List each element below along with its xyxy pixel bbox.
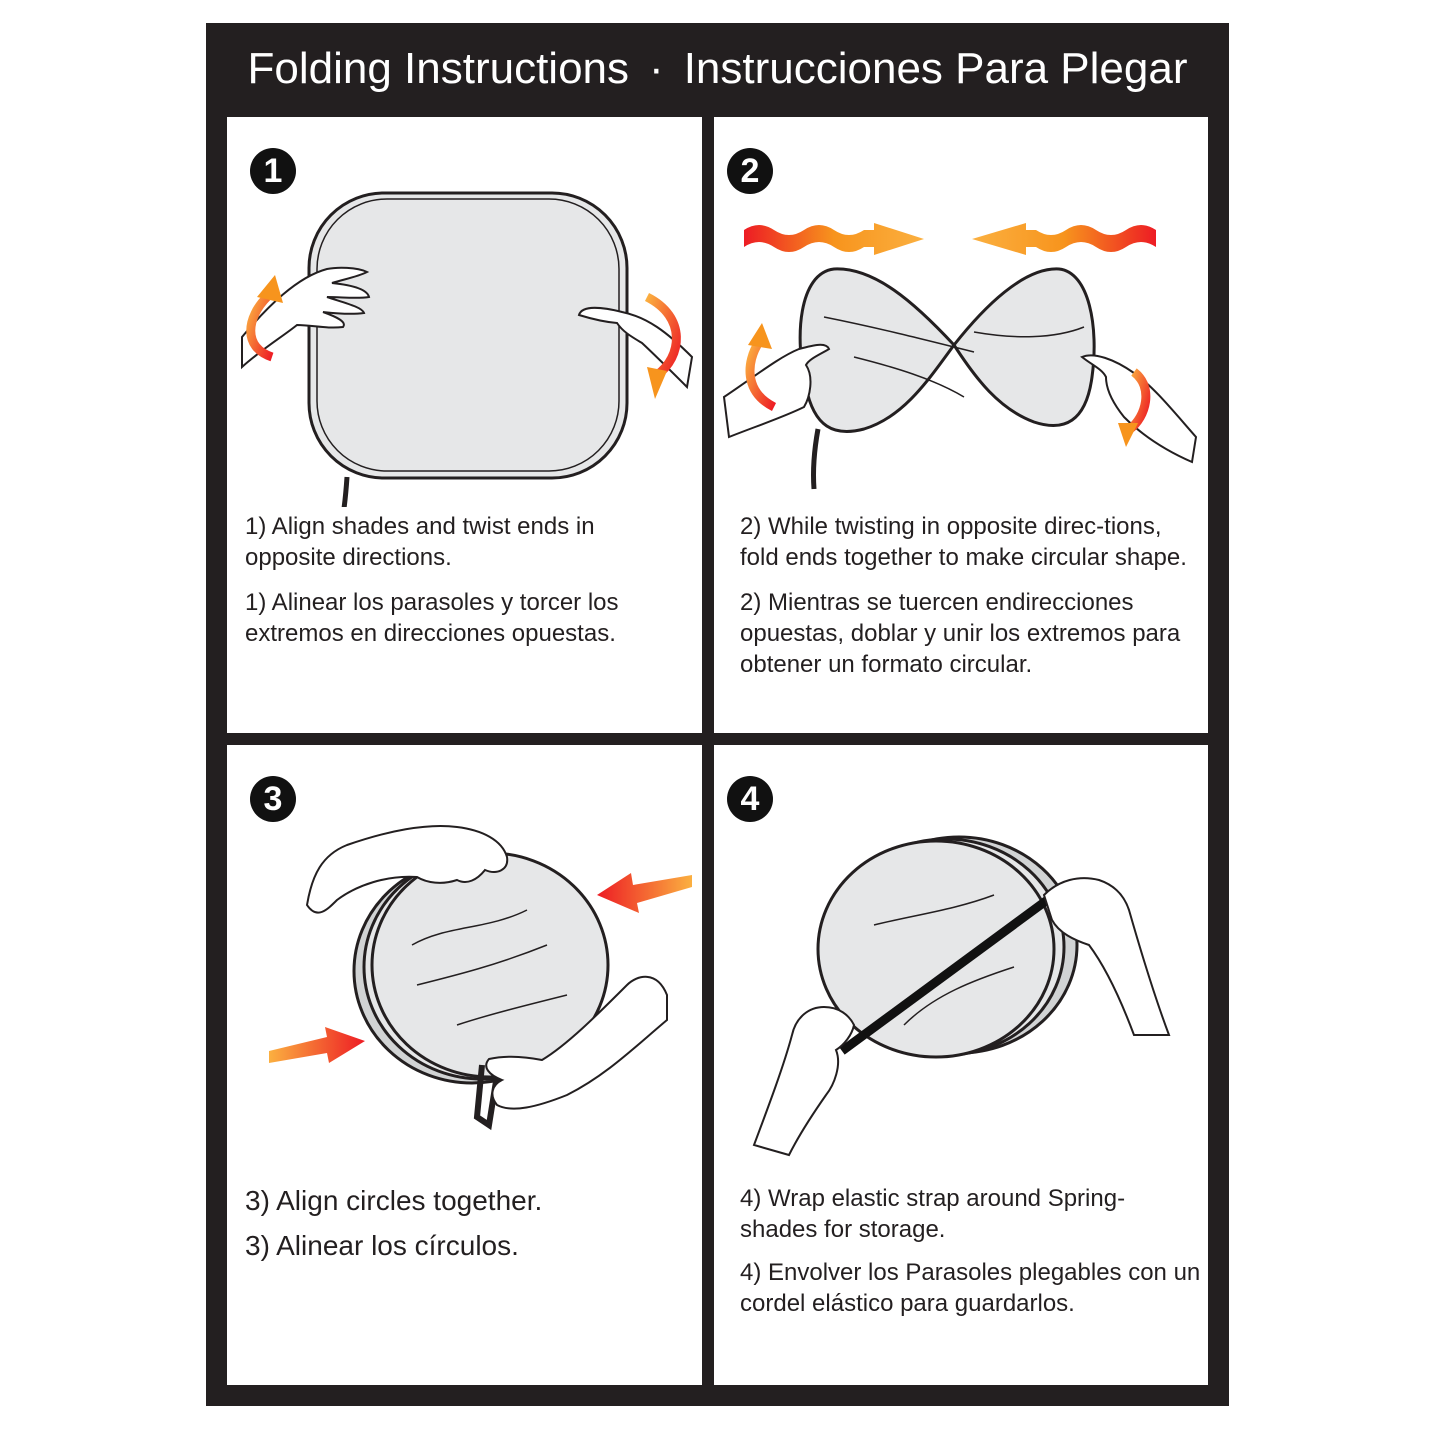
strap-loop [341,477,347,507]
title-separator: · [649,23,664,115]
step-number-badge: 3 [250,776,296,822]
step-number-badge: 2 [727,148,773,194]
strap-loop [814,429,819,489]
step-3-spanish: 3) Alinear los círculos. [245,1228,685,1263]
step-4-english: 4) Wrap elastic strap around Spring-shad… [740,1183,1202,1245]
step-4-illustration [714,745,1208,1175]
step-1-illustration [227,117,702,507]
sunshade-shape [309,193,627,478]
step-1-spanish: 1) Alinear los parasoles y torcer los ex… [245,587,675,649]
push-arrow-upper [597,873,692,913]
step-4-text: 4) Wrap elastic strap around Spring-shad… [740,1183,1202,1331]
step-number-badge: 4 [727,776,773,822]
step-3-text: 3) Align circles together. 3) Alinear lo… [245,1183,685,1273]
step-1-english: 1) Align shades and twist ends in opposi… [245,511,675,573]
step-3-illustration [227,745,702,1175]
left-hand [754,1007,854,1155]
step-2-panel: 2 2) While twisting in opposite direc-ti… [714,117,1208,733]
push-arrow-right [744,223,924,255]
step-3-english: 3) Align circles together. [245,1183,685,1218]
folded-circles [818,837,1077,1057]
step-2-text: 2) While twisting in opposite direc-tion… [740,511,1202,694]
page-title: Folding Instructions · Instrucciones Para … [206,23,1229,115]
step-4-spanish: 4) Envolver los Parasoles plegables con … [740,1257,1202,1319]
twisted-sunshade [800,269,1094,432]
push-arrow-left [972,223,1156,255]
title-spanish: Instrucciones Para Plegar [684,44,1188,93]
instruction-sheet: Folding Instructions · Instrucciones Para … [206,23,1229,1406]
push-arrow-lower [269,1027,365,1063]
step-3-panel: 3 3) Align circles together. 3) Alinear … [227,745,702,1385]
step-2-illustration [714,117,1208,507]
step-1-text: 1) Align shades and twist ends in opposi… [245,511,675,663]
step-1-panel: 1 1) Align shades and twist ends in oppo… [227,117,702,733]
step-2-spanish: 2) Mientras se tuercen endirecciones opu… [740,587,1202,680]
title-english: Folding Instructions [248,44,630,93]
step-2-english: 2) While twisting in opposite direc-tion… [740,511,1202,573]
step-4-panel: 4 4) Wrap elastic strap around Spring-sh… [714,745,1208,1385]
step-number-badge: 1 [250,148,296,194]
